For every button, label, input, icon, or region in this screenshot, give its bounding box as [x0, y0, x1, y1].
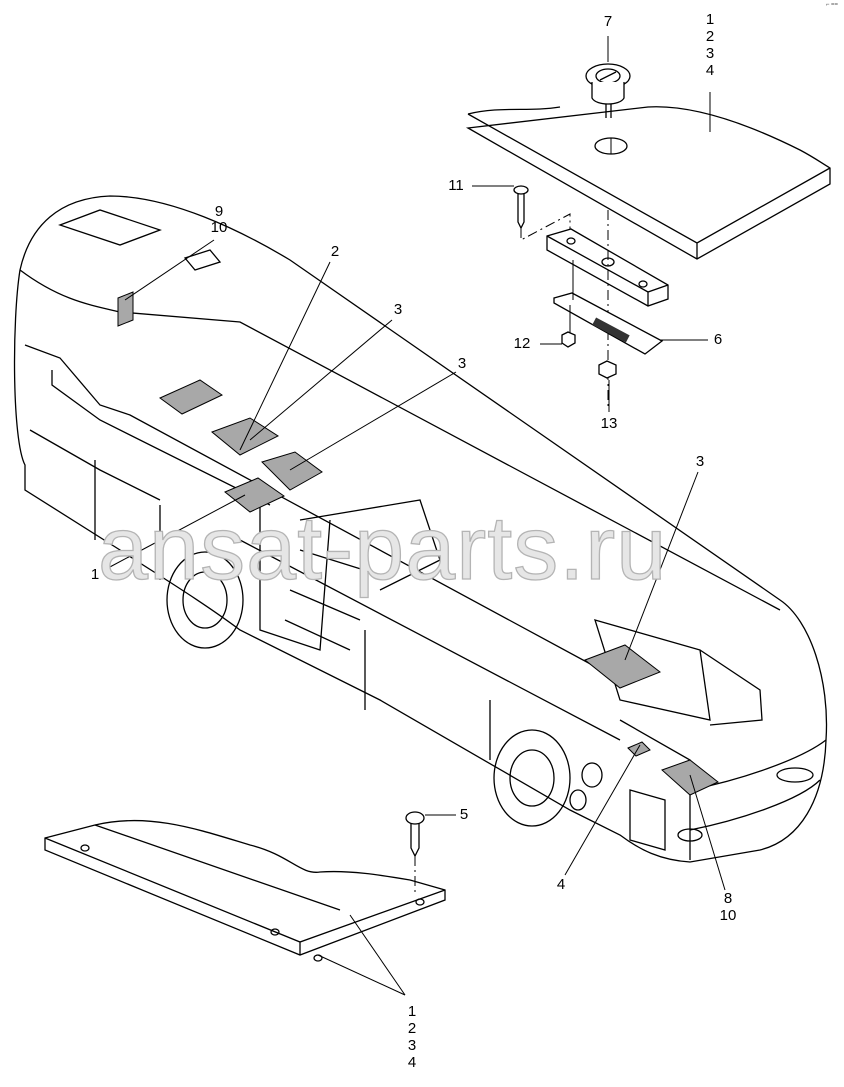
spacer-block — [546, 210, 669, 410]
callout-3-top: 3 — [705, 45, 715, 62]
callout-3-b: 3 — [457, 355, 467, 372]
screw-5 — [405, 811, 425, 895]
bottom-panel — [44, 819, 446, 962]
screw-11 — [513, 185, 571, 241]
bus-illustration — [13, 195, 828, 863]
callout-8: 8 — [723, 890, 733, 907]
leader-lines — [107, 36, 726, 996]
callout-7: 7 — [603, 13, 613, 30]
callout-5: 5 — [459, 806, 469, 823]
callout-9: 9 — [214, 203, 224, 220]
callout-10-upper: 10 — [210, 219, 228, 236]
callout-4: 4 — [556, 876, 566, 893]
corner-mark: ⌐ == — [825, 2, 838, 8]
callout-13: 13 — [600, 415, 618, 432]
lock-cylinder — [585, 63, 631, 118]
top-panel — [465, 106, 831, 260]
callout-11: 11 — [448, 177, 464, 194]
callout-3-a: 3 — [393, 301, 403, 318]
callout-4-top: 4 — [705, 62, 715, 79]
latch-plate — [553, 260, 664, 379]
callout-2-top: 2 — [705, 28, 715, 45]
callout-1-bottom: 1 — [407, 1003, 417, 1020]
callout-10-lower: 10 — [719, 907, 737, 924]
callout-6: 6 — [713, 331, 723, 348]
callout-1-top: 1 — [705, 11, 715, 28]
callout-1: 1 — [90, 566, 100, 583]
callout-2-bottom: 2 — [407, 1020, 417, 1037]
callout-3-bottom: 3 — [407, 1037, 417, 1054]
callout-4-bottom: 4 — [407, 1054, 417, 1071]
callout-3-c: 3 — [695, 453, 705, 470]
callout-2: 2 — [330, 243, 340, 260]
callout-12: 12 — [513, 335, 531, 352]
